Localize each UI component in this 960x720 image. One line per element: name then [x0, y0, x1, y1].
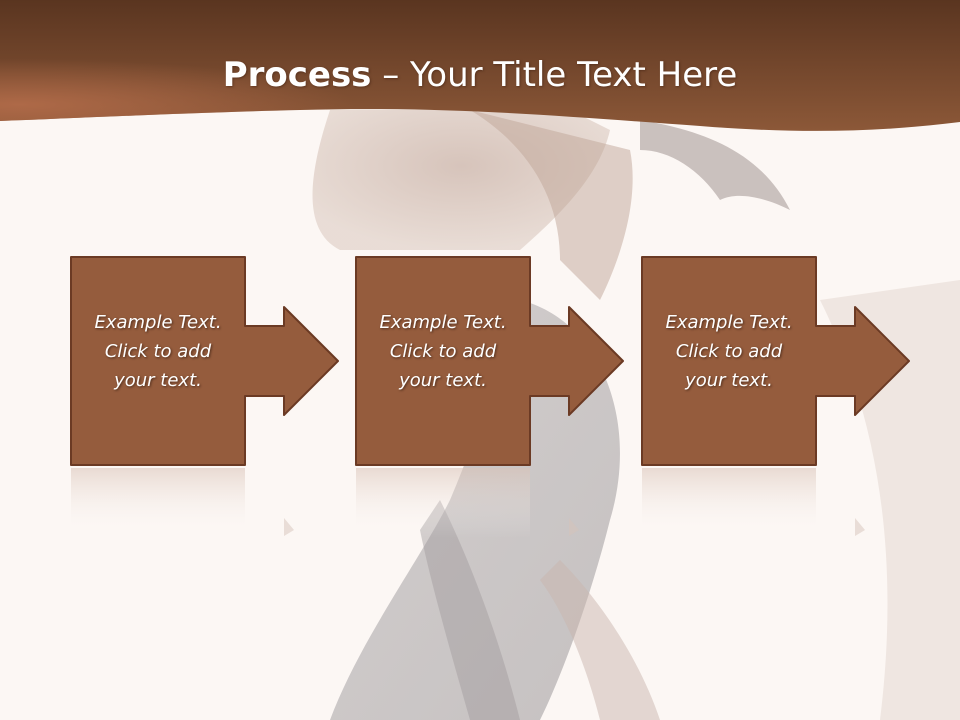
process-step-3[interactable]: Example Text. Click to add your text. — [641, 256, 921, 546]
process-step-1[interactable]: Example Text. Click to add your text. — [70, 256, 350, 546]
step-text[interactable]: Example Text. Click to add your text. — [379, 312, 507, 391]
title-rest: – Your Title Text Here — [371, 55, 738, 95]
step-text[interactable]: Example Text. Click to add your text. — [665, 312, 793, 391]
process-step-2[interactable]: Example Text. Click to add your text. — [355, 256, 635, 546]
step-arrow-shape — [70, 256, 339, 538]
title-bold: Process — [222, 55, 372, 95]
step-text[interactable]: Example Text. Click to add your text. — [94, 312, 222, 391]
slide-title[interactable]: Process – Your Title Text Here — [0, 52, 960, 98]
title-banner — [0, 0, 960, 131]
step-arrow-shape — [641, 256, 910, 538]
step-arrow-shape — [355, 256, 624, 538]
